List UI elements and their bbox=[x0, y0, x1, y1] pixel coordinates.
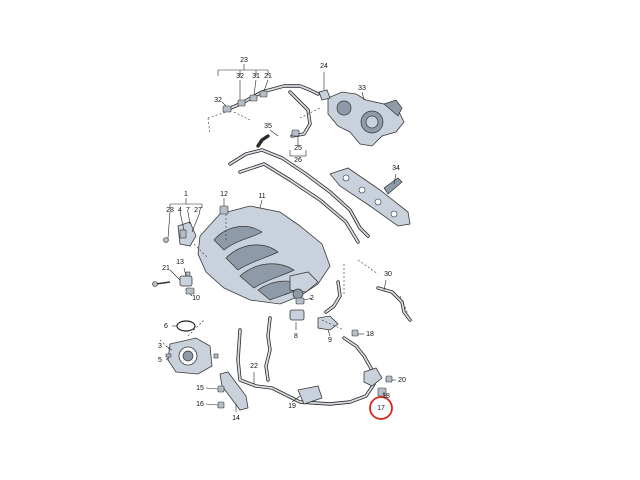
label-2[interactable]: 2 bbox=[310, 295, 314, 302]
label-7[interactable]: 7 bbox=[186, 207, 190, 214]
screw-21[interactable] bbox=[152, 281, 171, 287]
sensor-13[interactable] bbox=[179, 271, 193, 287]
vacuum-line-long[interactable] bbox=[228, 134, 370, 244]
label-31[interactable]: 31 bbox=[252, 73, 260, 80]
label-1[interactable]: 1 bbox=[184, 191, 188, 198]
gasket-strip[interactable] bbox=[383, 177, 403, 195]
pressure-sensor[interactable] bbox=[363, 367, 383, 387]
hose-connectors[interactable] bbox=[222, 90, 300, 137]
label-23[interactable]: 23 bbox=[240, 57, 248, 64]
label-11[interactable]: 11 bbox=[258, 193, 265, 200]
label-21b[interactable]: 21 bbox=[162, 265, 170, 272]
part-labels: 23 32 31 21 32 24 33 35 25 26 34 1 28 4 … bbox=[158, 57, 406, 422]
label-12[interactable]: 12 bbox=[220, 191, 228, 198]
valve-8[interactable] bbox=[289, 309, 305, 321]
label-18b[interactable]: 18 bbox=[382, 393, 390, 400]
label-28[interactable]: 28 bbox=[166, 207, 174, 214]
label-21a[interactable]: 21 bbox=[264, 73, 272, 80]
vacuum-line-lower[interactable] bbox=[236, 280, 376, 406]
sensor-bracket[interactable] bbox=[163, 221, 197, 247]
label-25[interactable]: 25 bbox=[294, 145, 302, 152]
label-33[interactable]: 33 bbox=[358, 85, 366, 92]
bolt-10[interactable] bbox=[185, 287, 195, 295]
intake-manifold[interactable] bbox=[197, 205, 331, 305]
label-9[interactable]: 9 bbox=[328, 337, 332, 344]
screws-5[interactable] bbox=[165, 353, 219, 359]
label-17[interactable]: 17 bbox=[377, 405, 385, 412]
valve-19[interactable] bbox=[297, 385, 323, 405]
label-16[interactable]: 16 bbox=[196, 401, 204, 408]
label-32a[interactable]: 32 bbox=[236, 73, 244, 80]
label-20[interactable]: 20 bbox=[398, 377, 406, 384]
label-27[interactable]: 27 bbox=[194, 207, 202, 214]
label-19[interactable]: 19 bbox=[288, 403, 296, 410]
vacuum-line-30[interactable] bbox=[376, 286, 412, 322]
label-24[interactable]: 24 bbox=[320, 63, 328, 70]
label-18a[interactable]: 18 bbox=[366, 331, 374, 338]
label-10[interactable]: 10 bbox=[192, 295, 200, 302]
label-4[interactable]: 4 bbox=[178, 207, 182, 214]
connector-2[interactable] bbox=[295, 297, 305, 305]
turbocharger[interactable] bbox=[327, 91, 405, 147]
clip-15[interactable] bbox=[217, 385, 225, 393]
label-3[interactable]: 3 bbox=[158, 343, 162, 350]
label-35[interactable]: 35 bbox=[264, 123, 272, 130]
manifold-gasket[interactable] bbox=[329, 167, 411, 227]
label-8[interactable]: 8 bbox=[294, 333, 298, 340]
throttle-body[interactable] bbox=[167, 337, 213, 375]
label-30[interactable]: 30 bbox=[384, 271, 392, 278]
label-6[interactable]: 6 bbox=[164, 323, 168, 330]
label-15[interactable]: 15 bbox=[196, 385, 204, 392]
o-ring-6[interactable] bbox=[176, 320, 196, 332]
leader-lines bbox=[165, 64, 397, 412]
label-26[interactable]: 26 bbox=[294, 157, 302, 164]
label-32b[interactable]: 32 bbox=[214, 97, 222, 104]
label-22[interactable]: 22 bbox=[250, 363, 258, 370]
label-5[interactable]: 5 bbox=[158, 357, 162, 364]
label-13[interactable]: 13 bbox=[176, 259, 184, 266]
bolt-12[interactable] bbox=[219, 205, 229, 215]
bolt-20[interactable] bbox=[385, 375, 393, 383]
label-14[interactable]: 14 bbox=[232, 415, 240, 422]
turbo-fitting[interactable] bbox=[318, 89, 331, 101]
bolt-18-upper[interactable] bbox=[351, 329, 359, 337]
bracket-9[interactable] bbox=[317, 315, 339, 331]
label-34[interactable]: 34 bbox=[392, 165, 400, 172]
dashed-assembly-lines bbox=[159, 107, 409, 351]
bolt-16[interactable] bbox=[217, 401, 225, 409]
highlight-circle-17 bbox=[369, 396, 393, 420]
